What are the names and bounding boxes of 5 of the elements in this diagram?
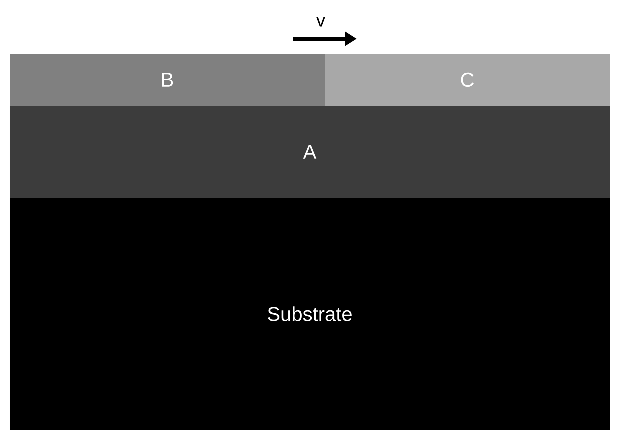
layer-band: Substrate — [10, 198, 610, 430]
layer-band: B — [10, 54, 325, 106]
velocity-label: v — [316, 17, 326, 27]
layer-band: A — [10, 106, 610, 198]
layer-band: C — [325, 54, 610, 106]
